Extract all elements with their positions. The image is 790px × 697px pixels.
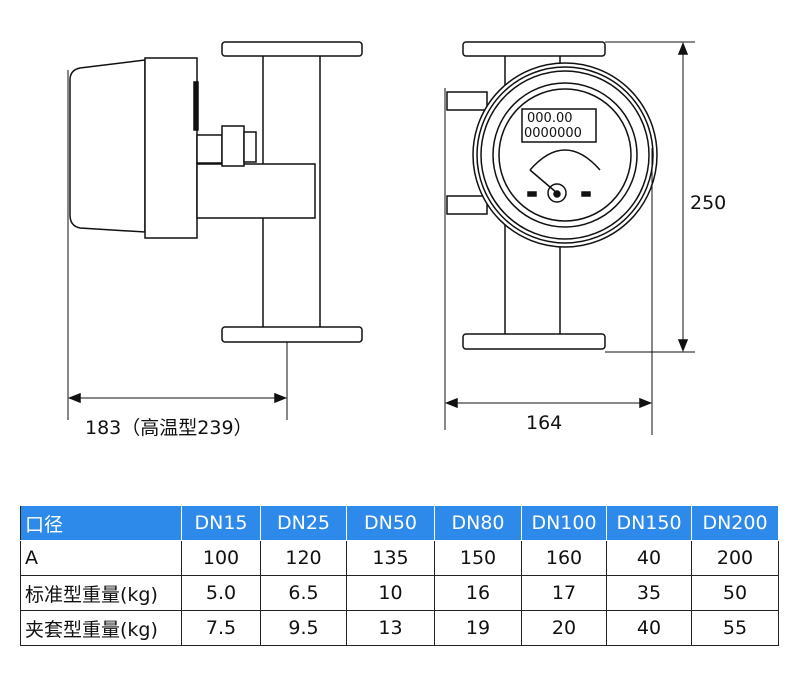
cell: 160 [521,540,607,576]
cell: 7.5 [181,610,261,646]
width-left-label: 183（高温型239） [85,417,253,439]
row-label: 标准型重量(kg) [20,575,182,611]
cell: 100 [181,540,261,576]
header-cell: DN100 [521,505,607,541]
header-cell: DN15 [181,505,261,541]
gauge-rate: 000.00 [527,111,573,126]
flowmeter-drawing [67,41,695,435]
cell: 120 [260,540,347,576]
header-cell: DN200 [691,505,779,541]
cell: 55 [691,610,779,646]
width-right-label: 164 [526,412,563,434]
spec-table: 口径 DN15 DN25 DN50 DN80 DN100 DN150 DN200… [20,505,779,646]
cell: 9.5 [260,610,347,646]
cell: 6.5 [260,575,347,611]
header-cell: DN150 [606,505,692,541]
height-label: 250 [690,192,727,214]
cell: 20 [521,610,607,646]
cell: 16 [434,575,522,611]
cell: 13 [346,610,435,646]
cell: 135 [346,540,435,576]
cell: 40 [606,610,692,646]
cell: 5.0 [181,575,261,611]
cell: 150 [434,540,522,576]
front-view [444,41,695,435]
header-cell: 口径 [20,505,182,541]
cell: 50 [691,575,779,611]
side-view [67,41,363,420]
cell: 10 [346,575,435,611]
header-cell: DN80 [434,505,522,541]
row-label: A [20,540,182,576]
cell: 17 [521,575,607,611]
row-label: 夹套型重量(kg) [20,610,182,646]
header-cell: DN25 [260,505,347,541]
cell: 200 [691,540,779,576]
gauge-total: 0000000 [524,126,582,141]
table-header: 口径 DN15 DN25 DN50 DN80 DN100 DN150 DN200 [20,505,779,541]
cell: 19 [434,610,522,646]
header-cell: DN50 [346,505,435,541]
cell: 40 [606,540,692,576]
cell: 35 [606,575,692,611]
